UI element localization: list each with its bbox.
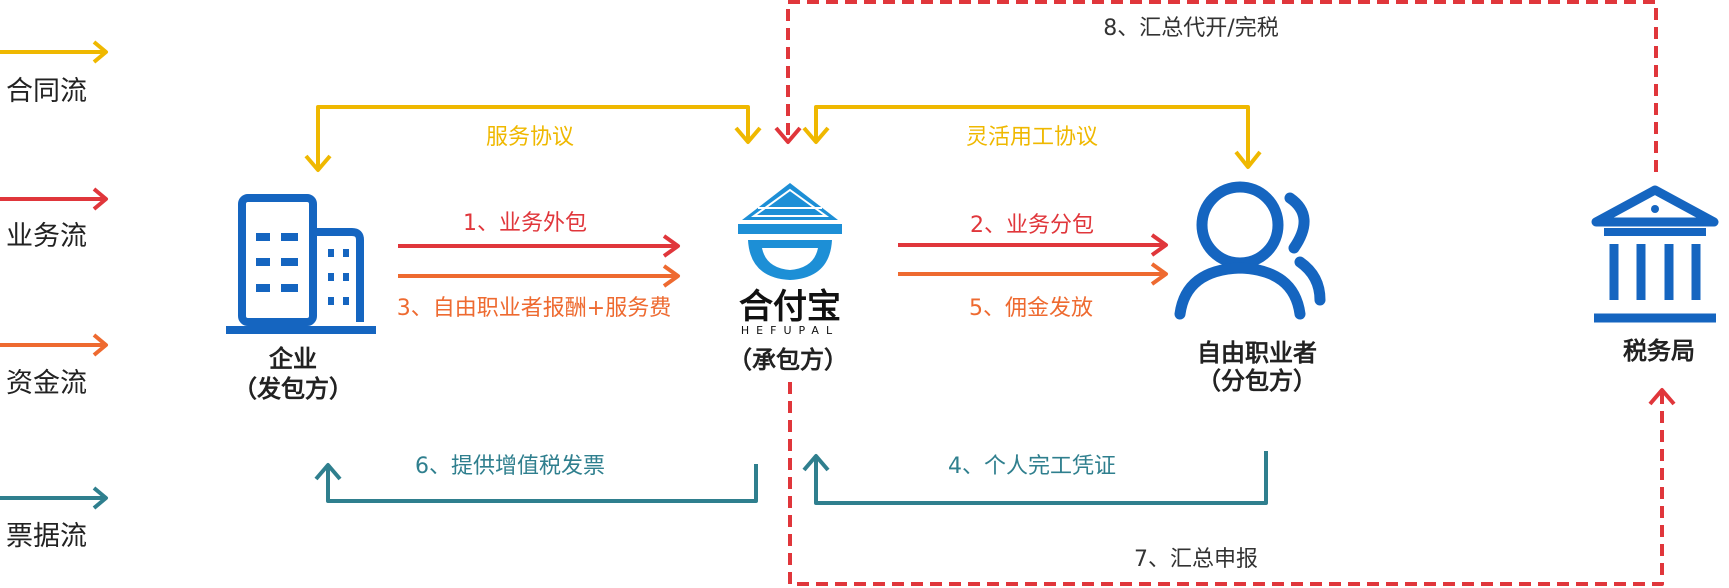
users-icon	[1174, 181, 1326, 320]
legend-invoice: 票据流	[0, 486, 108, 552]
step6-label: 6、提供增值税发票	[415, 454, 605, 479]
step7-arrowhead	[1648, 388, 1676, 406]
legend-business-label: 业务流	[6, 221, 87, 252]
step2-label: 2、业务分包	[970, 213, 1094, 238]
step6-arrow	[314, 463, 758, 503]
step8-arrow	[786, 0, 1658, 172]
flexible-agreement-label: 灵活用工协议	[966, 125, 1098, 150]
step3-label: 3、自由职业者报酬+服务费	[397, 296, 671, 321]
platform-role: （承包方）	[728, 346, 848, 374]
enterprise-name: 企业	[269, 345, 317, 373]
service-agreement-flow	[304, 105, 762, 172]
step1-arrow	[398, 234, 680, 258]
logo-subtext: HEFUPAL	[741, 324, 839, 337]
step2-arrow	[898, 233, 1168, 257]
logo-text: 合付宝	[739, 287, 841, 327]
hefupal-logo: 合付宝 HEFUPAL	[738, 183, 842, 337]
step1-label: 1、业务外包	[463, 211, 587, 236]
step5-label: 5、佣金发放	[969, 296, 1093, 321]
legend-business: 业务流	[0, 187, 108, 252]
legend-funds-label: 资金流	[6, 368, 87, 399]
office-building-icon	[226, 194, 376, 334]
tax-bureau-name: 税务局	[1623, 337, 1695, 365]
freelancer-node: 自由职业者 （分包方）	[1174, 181, 1326, 395]
tax-bureau-node: 税务局	[1591, 185, 1719, 365]
legend-contract: 合同流	[0, 40, 108, 107]
service-agreement-label: 服务协议	[486, 125, 574, 150]
step8-arrowhead	[774, 126, 802, 144]
step3-arrow	[398, 264, 680, 288]
flexible-agreement-flow	[802, 105, 1262, 169]
step5-arrow	[898, 262, 1168, 286]
government-building-icon	[1591, 185, 1719, 323]
legend-invoice-label: 票据流	[6, 521, 87, 552]
freelancer-role: （分包方）	[1197, 367, 1317, 395]
step7-label: 7、汇总申报	[1134, 547, 1258, 572]
legend: 合同流 业务流 资金流 票据流	[0, 40, 108, 552]
step7-arrow	[788, 382, 1664, 586]
enterprise-node: 企业 （发包方）	[226, 194, 376, 403]
freelancer-name: 自由职业者	[1197, 339, 1317, 367]
step8-label: 8、汇总代开/完税	[1103, 16, 1278, 41]
legend-contract-label: 合同流	[6, 76, 87, 107]
legend-funds: 资金流	[0, 333, 108, 399]
enterprise-role: （发包方）	[233, 375, 353, 403]
platform-node: 合付宝 HEFUPAL （承包方）	[728, 183, 848, 374]
step4-label: 4、个人完工凭证	[948, 454, 1116, 479]
step4-arrow	[802, 451, 1268, 505]
